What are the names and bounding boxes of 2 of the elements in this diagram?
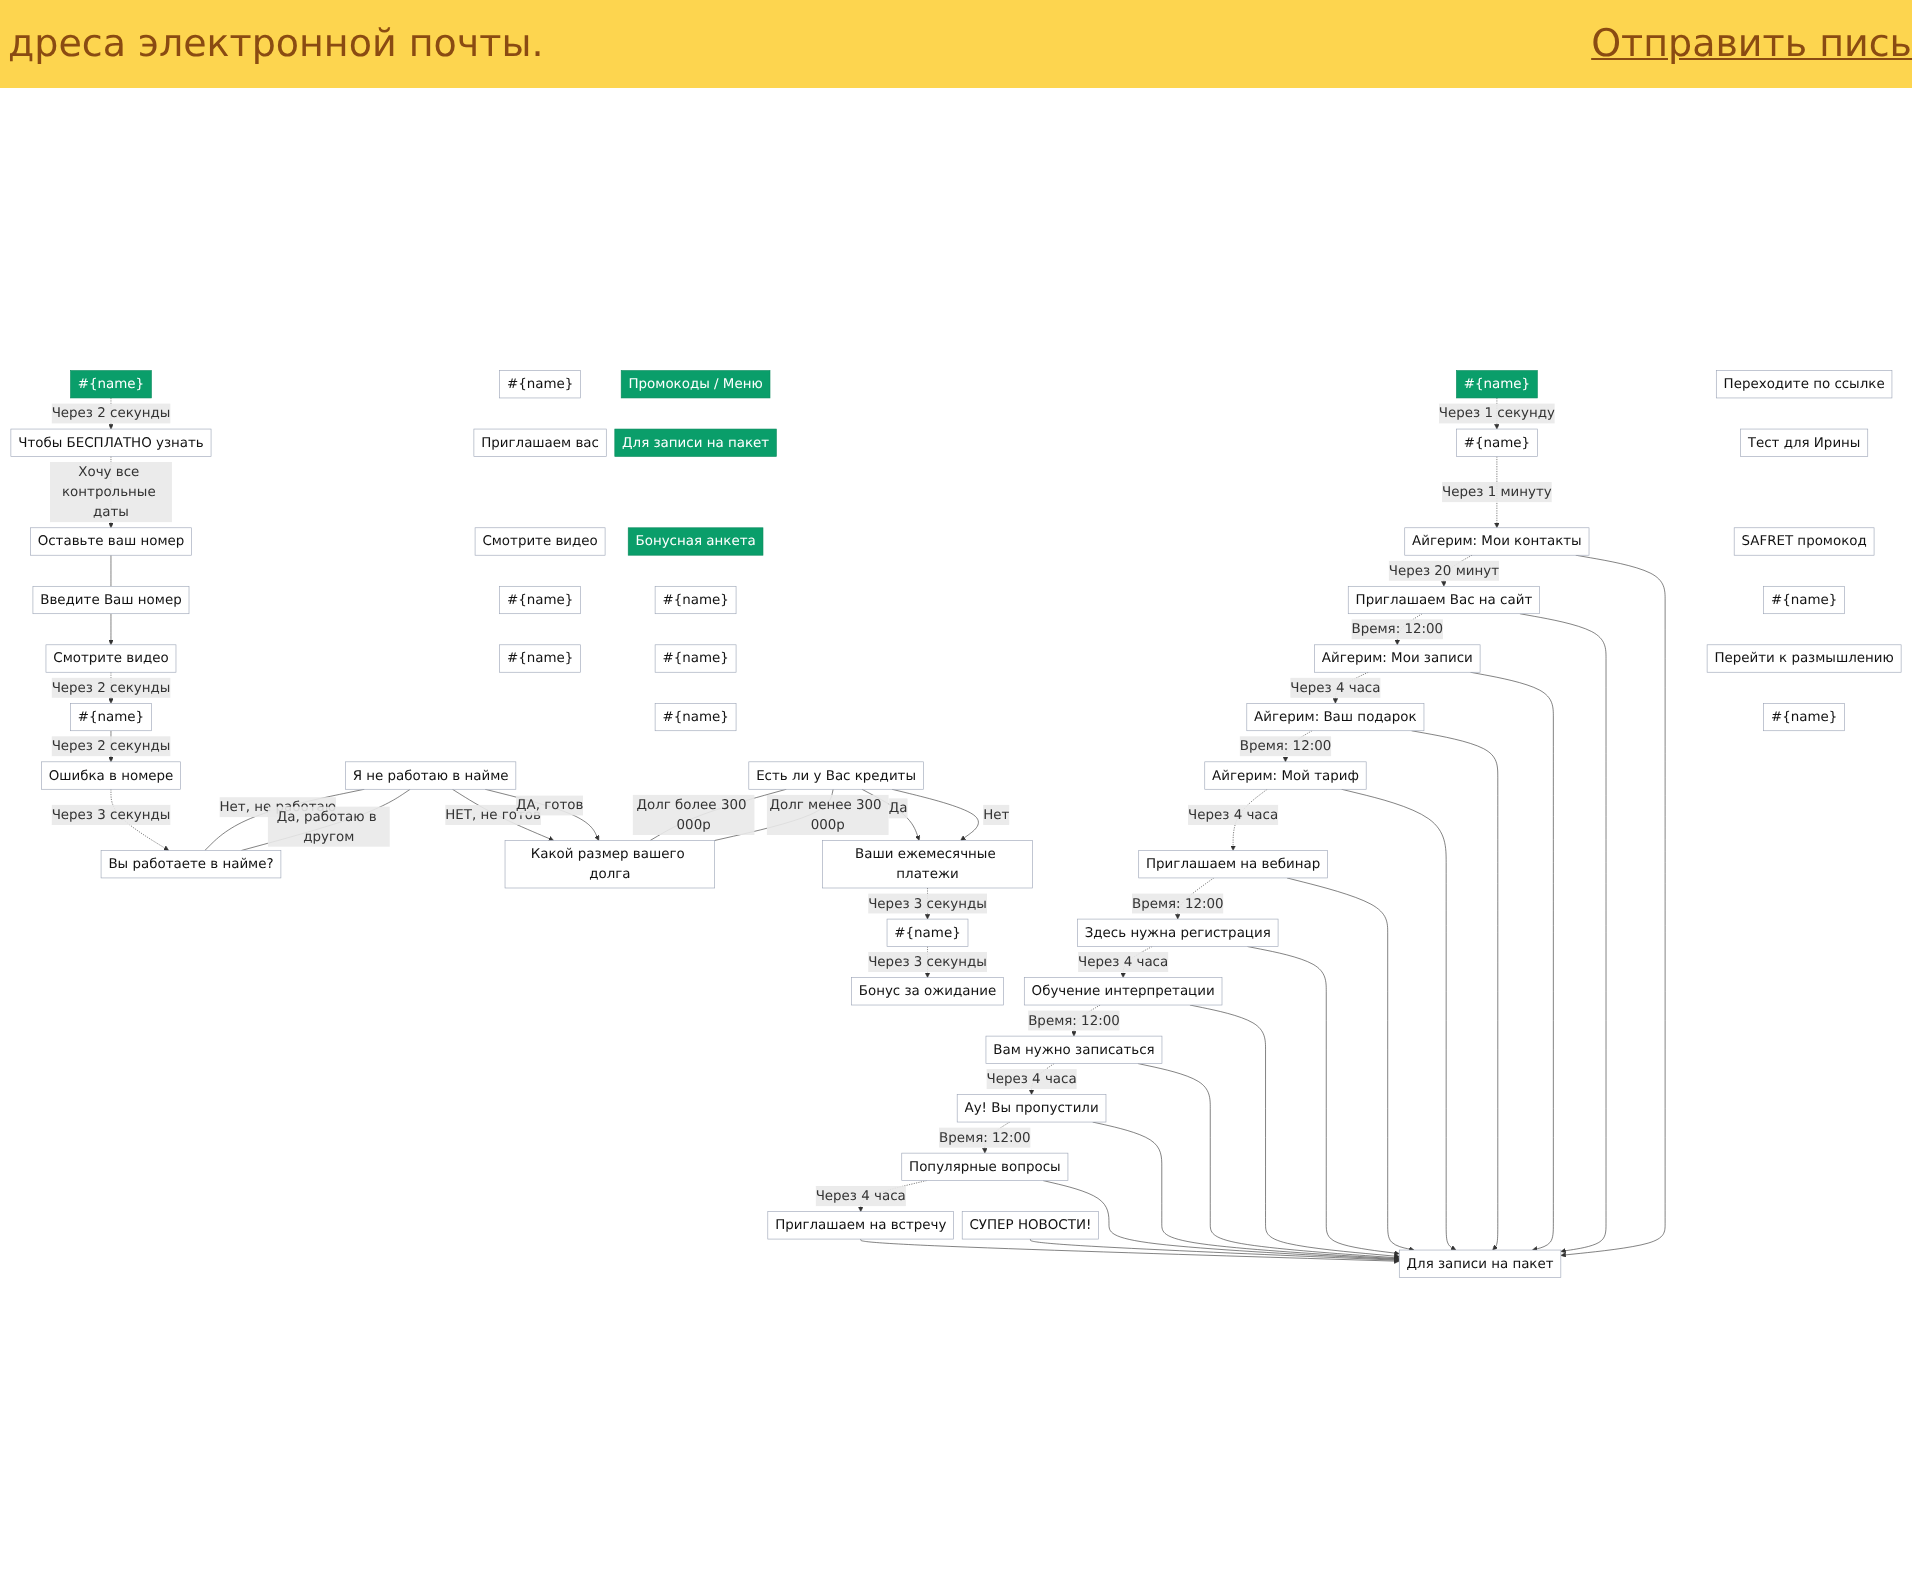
banner-text: дреса электронной почты. [8,22,544,66]
send-link: Отправить пись [1591,22,1912,66]
